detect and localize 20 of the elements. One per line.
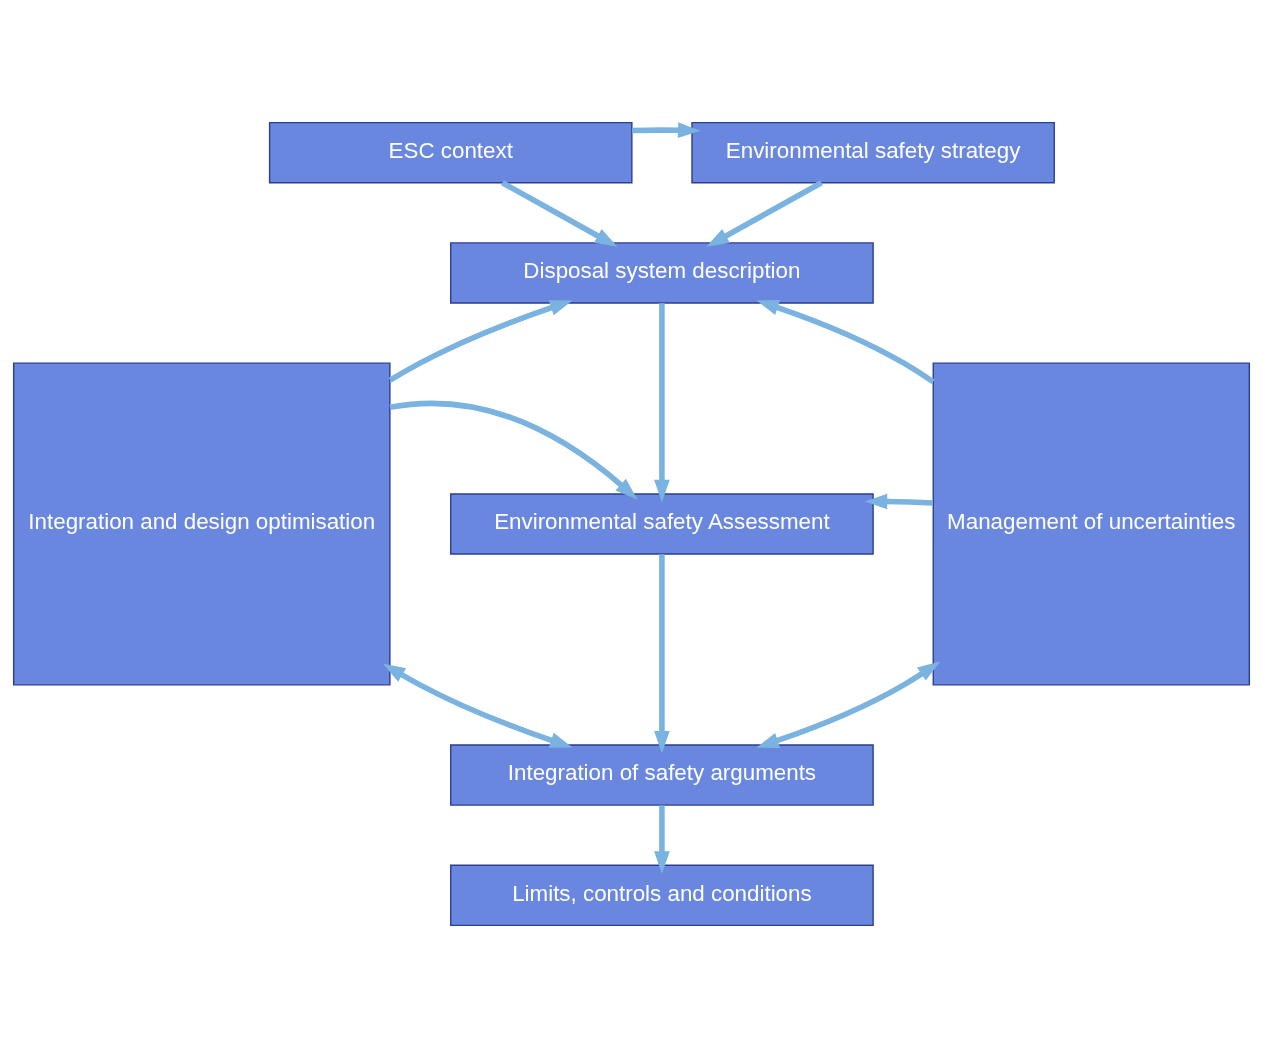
- node-box: Environmental safety Assessment: [450, 492, 874, 555]
- arrow: [654, 805, 670, 874]
- arrow: [388, 299, 573, 383]
- node-box: Environmental safety strategy: [691, 121, 1055, 183]
- arrow: [501, 179, 618, 247]
- arrow: [654, 302, 670, 502]
- arrow: [654, 553, 670, 753]
- node-box: Limits, controls and conditions: [450, 864, 874, 926]
- node-box: Management of uncertainties: [932, 361, 1251, 686]
- arrow: [632, 121, 701, 138]
- arrow: [756, 661, 941, 748]
- arrow: [756, 299, 935, 384]
- arrow: [389, 400, 638, 499]
- arrow: [864, 493, 934, 509]
- node-box: Integration of safety arguments: [450, 743, 874, 806]
- node-box: ESC context: [268, 121, 633, 183]
- node-box: Disposal system description: [450, 241, 874, 304]
- arrow: [706, 179, 823, 247]
- arrow: [382, 663, 573, 748]
- node-box: Integration and design optimisation: [12, 361, 391, 686]
